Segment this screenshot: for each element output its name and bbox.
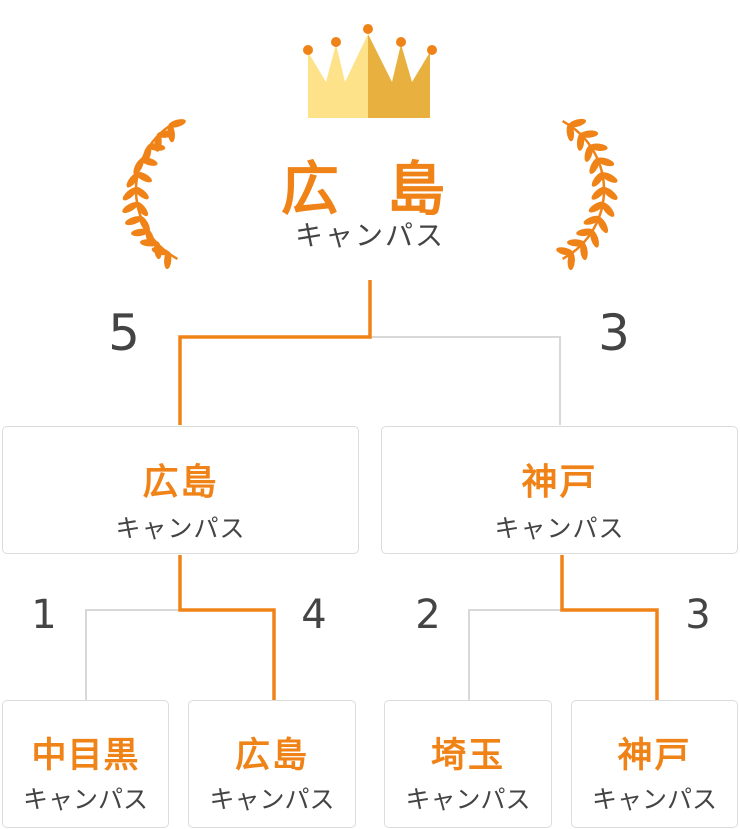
final-right-name: 神戸 [521, 462, 598, 503]
final-left-score: 5 [108, 304, 140, 362]
semi-score-4: 3 [685, 592, 711, 638]
crown-icon [303, 24, 437, 118]
semi-name-3: 埼玉 [430, 736, 505, 776]
semi-right-loser-line [468, 609, 562, 700]
semi-box-4: 神戸 キャンパス [571, 700, 738, 828]
semi-left-loser-line [85, 609, 180, 700]
semi-box-2: 広島 キャンパス [188, 700, 356, 828]
final-left-name: 広島 [142, 462, 219, 503]
final-left-box: 広島 キャンパス [2, 426, 359, 554]
semi-box-3: 埼玉 キャンパス [384, 700, 552, 828]
champion-sub: キャンパス [294, 219, 445, 252]
laurel-left-icon [122, 119, 186, 270]
semi-score-2: 4 [301, 592, 327, 638]
final-right-box: 神戸 キャンパス [381, 426, 738, 554]
semi-name-4: 神戸 [617, 736, 692, 776]
semi-sub-3: キャンパス [405, 785, 531, 814]
semi-sub-2: キャンパス [209, 785, 335, 814]
semi-name-2: 広島 [234, 736, 309, 776]
final-right-score: 3 [598, 304, 630, 362]
final-left-sub: キャンパス [115, 514, 246, 543]
final-right-sub: キャンパス [494, 514, 625, 543]
champion-name: 広 島 [280, 155, 460, 223]
semi-score-1: 1 [31, 592, 57, 638]
final-left-line [178, 280, 372, 425]
laurel-right-icon [556, 118, 618, 271]
final-right-line [370, 336, 561, 425]
semi-sub-4: キャンパス [591, 785, 717, 814]
semi-name-1: 中目黒 [31, 736, 140, 776]
semi-box-1: 中目黒 キャンパス [2, 700, 169, 828]
semi-score-3: 2 [415, 592, 441, 638]
semi-sub-1: キャンパス [22, 785, 148, 814]
semi-right-winner-line [560, 555, 659, 700]
semi-left-winner-line [178, 555, 276, 700]
